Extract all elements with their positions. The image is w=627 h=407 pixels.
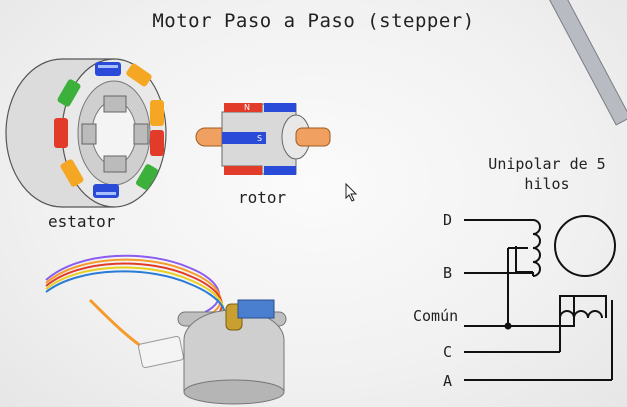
wire-label-d: D	[443, 211, 453, 229]
wire-label-c: C	[443, 343, 453, 361]
rotor-pole-n: N	[244, 103, 250, 112]
stator-coils	[54, 62, 164, 198]
wire-label-a: A	[443, 372, 453, 390]
stepper-motor-photo	[45, 254, 287, 405]
diagram-title: Motor Paso a Paso (stepper)	[152, 10, 475, 32]
wire-label-b: B	[443, 264, 453, 282]
stator-label: estator	[48, 212, 116, 231]
unipolar-label: Unipolar de 5 hilos	[488, 155, 606, 193]
pen-decoration	[545, 0, 627, 126]
wiring-schematic	[464, 215, 616, 381]
rotor-pole-s: S	[257, 134, 262, 143]
stator-illustration	[5, 58, 167, 208]
rotor-label: rotor	[238, 188, 287, 207]
mouse-cursor-icon	[345, 182, 358, 202]
rotor-illustration: N S	[195, 103, 331, 175]
wire-label-comun: Común	[413, 307, 459, 325]
